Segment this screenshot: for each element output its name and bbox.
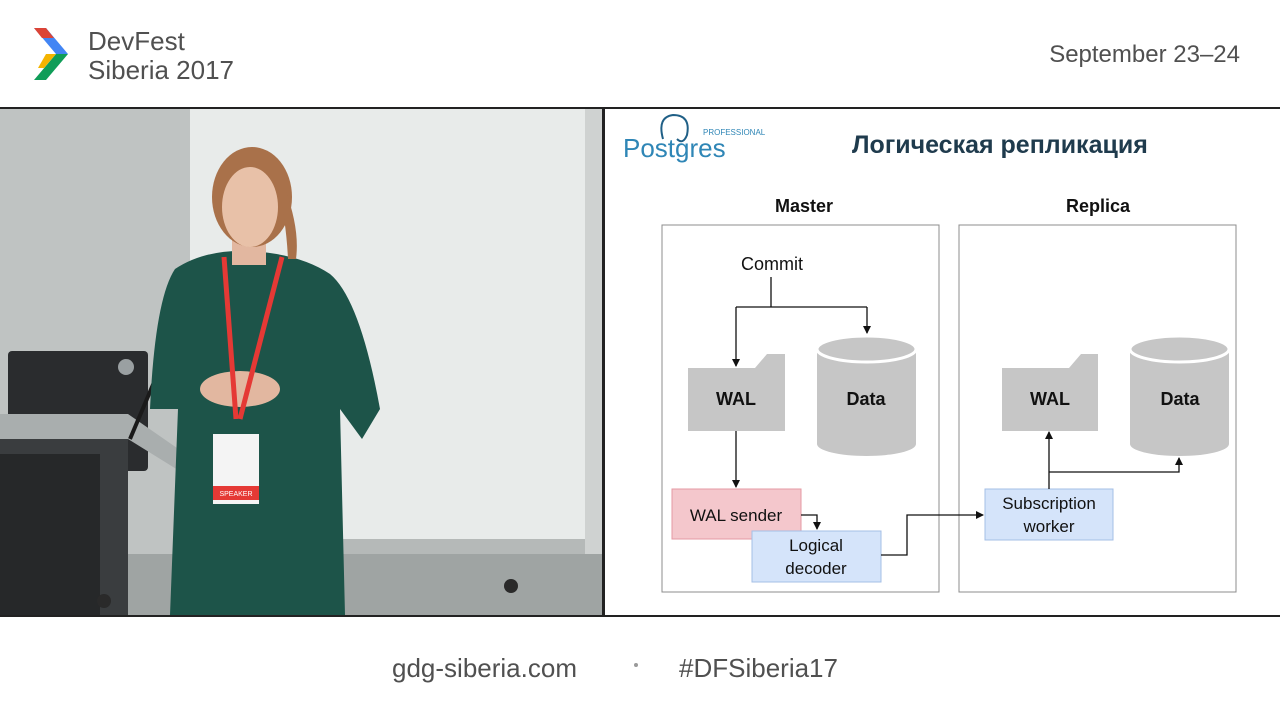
sender-to-decoder-arrow [801,514,821,530]
replica-label: Replica [1066,196,1131,216]
master-data-label: Data [846,389,886,409]
master-label: Master [775,196,833,216]
top-divider [0,107,1280,109]
panel-divider [602,109,605,615]
logo-main-text: Postgres [623,133,726,163]
master-wal-label: WAL [716,389,756,409]
replica-wal-folder: WAL [1002,354,1098,431]
replica-data-cylinder: Data [1128,334,1231,456]
lanyard [221,256,285,420]
bottom-divider [0,615,1280,617]
speaker-face [222,167,278,247]
event-date: September 23–24 [1049,41,1240,68]
replica-wal-label: WAL [1030,389,1070,409]
master-wal-folder: WAL [688,354,785,431]
event-footer: gdg-siberia.com #DFSiberia17 [0,617,1280,720]
footer-separator-dot [634,663,638,667]
speaker-dress [150,250,380,615]
postgres-professional-logo: PROFESSIONAL Postgres [623,113,766,163]
devfest-chevron-logo [34,28,68,80]
footer-site-link[interactable]: gdg-siberia.com [392,653,577,683]
commit-label: Commit [741,254,803,274]
event-name-line1: DevFest [88,26,185,56]
footer-hashtag[interactable]: #DFSiberia17 [679,653,838,683]
logical-replication-diagram: PROFESSIONAL Postgres Master Replica Com… [623,113,1237,593]
subscription-worker-label-1: Subscription [1002,494,1096,513]
worker-to-replica-data-arrow [1049,457,1183,473]
wal-sender-label: WAL sender [690,506,783,525]
event-name: DevFest Siberia 2017 [88,27,234,85]
speaker-badge-text: SPEAKER [219,491,252,498]
subscription-worker-box: Subscription worker [984,488,1114,541]
master-data-cylinder: Data [815,334,918,456]
logical-decoder-box: Logical decoder [751,530,882,583]
decoder-to-subscription-arrow [881,511,984,556]
logical-decoder-label-2: decoder [785,559,847,578]
elephant-icon [660,113,689,143]
replica-data-label: Data [1160,389,1200,409]
speaker-video-image: SPEAKER [0,109,602,615]
event-header: DevFest Siberia 2017 September 23–24 [0,0,1280,107]
logo-small-text: PROFESSIONAL [703,128,766,137]
speaker-video-frame: SPEAKER [0,109,602,615]
event-name-line2: Siberia 2017 [88,55,234,85]
logical-decoder-label-1: Logical [789,536,843,555]
presentation-slide: PROFESSIONAL Postgres Master Replica Com… [605,109,1280,615]
slide-title: Логическая репликация [852,131,1148,159]
subscription-worker-label-2: worker [1022,517,1074,536]
